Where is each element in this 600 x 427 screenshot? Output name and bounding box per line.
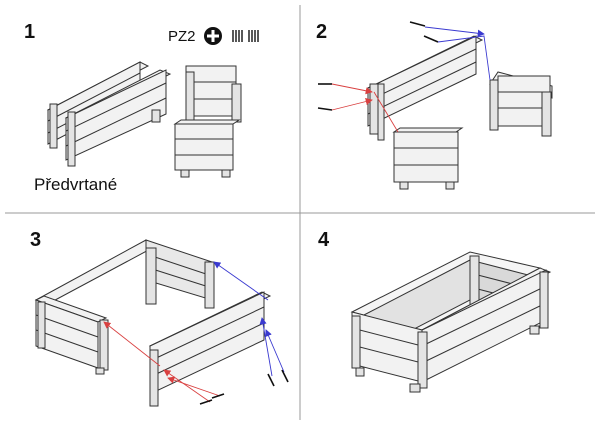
arrow-blue (262, 318, 272, 376)
screw-icon (233, 30, 258, 42)
arrow-red (168, 378, 220, 396)
short-panel-left (36, 296, 108, 374)
arrow-red (104, 322, 160, 366)
step-3 (36, 240, 288, 406)
step-1-number: 1 (24, 21, 35, 43)
arrow-blue (214, 262, 268, 300)
arrow-red (332, 100, 372, 110)
short-panel-right (490, 72, 552, 136)
step-4-number: 4 (318, 229, 330, 251)
step-3-number: 3 (30, 229, 41, 251)
short-panel-upper (186, 66, 241, 124)
phillips-bit-icon (204, 27, 222, 45)
predrilled-label: Předvrtané (34, 175, 117, 194)
arrow-red (332, 84, 372, 92)
step-1: PZ2 (34, 27, 258, 194)
step-4 (352, 252, 550, 392)
short-panel-front (394, 128, 462, 189)
tool-label: PZ2 (168, 28, 196, 45)
long-panel-back (36, 240, 214, 308)
long-panel (368, 36, 482, 140)
arrow-blue (266, 330, 284, 372)
step-2 (318, 22, 552, 189)
assembled-box (352, 252, 550, 392)
long-panel-front (150, 292, 270, 406)
arrow-blue (425, 27, 484, 34)
step-2-number: 2 (316, 21, 327, 43)
short-panel-lower (175, 120, 239, 177)
screw-icon (200, 370, 288, 404)
